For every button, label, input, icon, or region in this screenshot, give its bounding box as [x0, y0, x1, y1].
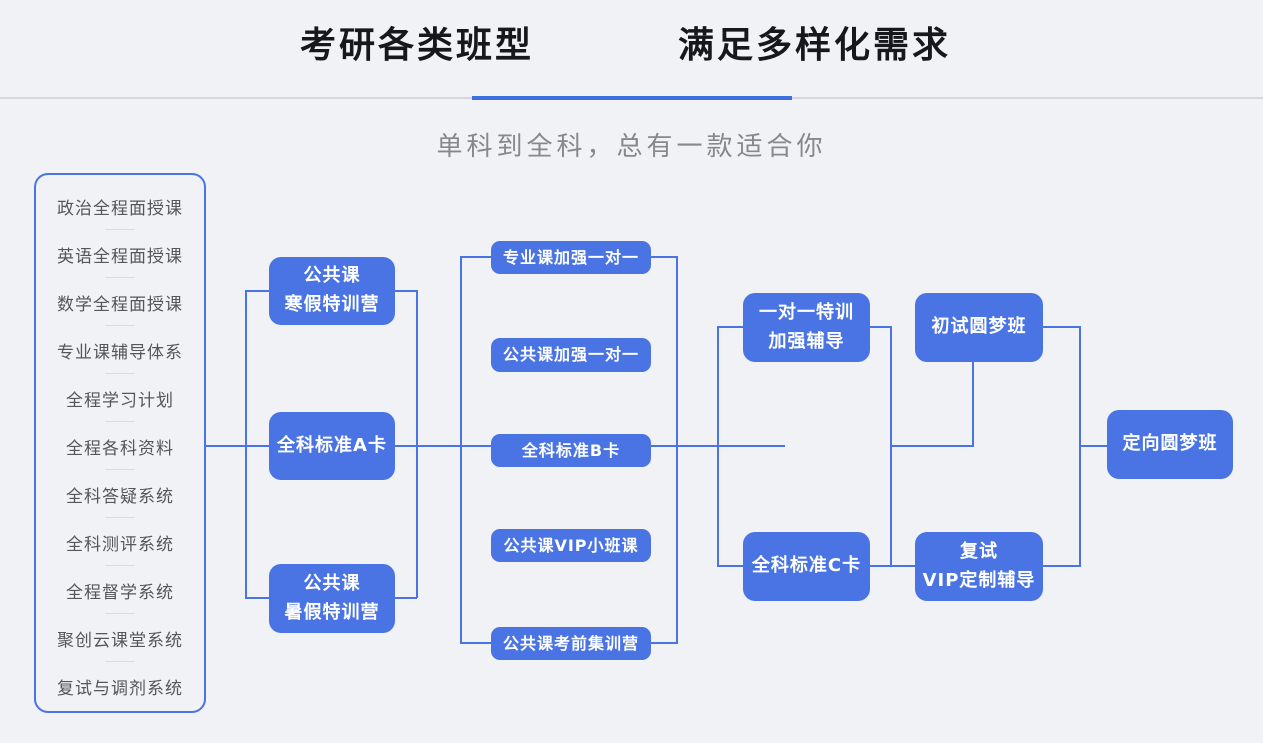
list-item: 全程督学系统 [36, 566, 204, 614]
box-public-course-winter-camp: 公共课 寒假特训营 [269, 257, 395, 325]
box-1on1-special-training-enhanced-tutoring: 一对一特训 加强辅导 [743, 293, 870, 362]
list-item: 复试与调剂系统 [57, 678, 183, 699]
box-retest-vip-custom-tutoring: 复试 VIP定制辅导 [915, 532, 1043, 601]
box-full-subject-standard-a-card: 全科标准A卡 [269, 412, 395, 480]
page-title-right: 满足多样化需求 [678, 25, 952, 66]
connector-line [717, 565, 745, 567]
box-public-course-vip-small-class: 公共课VIP小班课 [491, 529, 651, 562]
connector-line [717, 326, 719, 567]
box-public-course-enhanced-1on1: 公共课加强一对一 [491, 338, 651, 372]
list-item: 数学全程面授课 [36, 278, 204, 326]
list-item: 专业课辅导体系 [36, 326, 204, 374]
list-item: 政治全程面授课 [36, 182, 204, 230]
course-list-panel: 政治全程面授课 英语全程面授课 数学全程面授课 专业课辅导体系 全程学习计划 全… [34, 173, 206, 713]
list-item: 英语全程面授课 [36, 230, 204, 278]
box-major-course-enhanced-1on1: 专业课加强一对一 [491, 241, 651, 274]
connector-line [717, 326, 745, 328]
list-item: 聚创云课堂系统 [36, 614, 204, 662]
box-public-course-summer-camp: 公共课 暑假特训营 [269, 564, 395, 633]
connector-line [245, 290, 247, 598]
connector-line [1079, 445, 1108, 447]
list-item: 全程学习计划 [36, 374, 204, 422]
connector-line [460, 256, 462, 644]
list-item: 全科答疑系统 [36, 470, 204, 518]
box-full-subject-standard-c-card: 全科标准C卡 [743, 532, 870, 601]
connector-line [890, 445, 974, 447]
title-underline-accent [472, 96, 792, 100]
connector-line [1043, 326, 1081, 328]
connector-line [676, 256, 678, 644]
list-item: 全科测评系统 [36, 518, 204, 566]
box-public-course-pre-exam-camp: 公共课考前集训营 [491, 627, 651, 660]
connector-line [868, 565, 915, 567]
box-targeted-dream-class: 定向圆梦班 [1107, 410, 1233, 479]
subtitle: 单科到全科，总有一款适合你 [436, 132, 827, 162]
box-first-exam-dream-class: 初试圆梦班 [915, 293, 1043, 362]
box-full-subject-standard-b-card: 全科标准B卡 [491, 434, 651, 467]
connector-line [868, 326, 892, 328]
connector-line [416, 290, 418, 598]
page-title-left: 考研各类班型 [300, 25, 535, 66]
list-item: 全程各科资料 [36, 422, 204, 470]
connector-line [1043, 565, 1081, 567]
connector-line [972, 362, 974, 447]
